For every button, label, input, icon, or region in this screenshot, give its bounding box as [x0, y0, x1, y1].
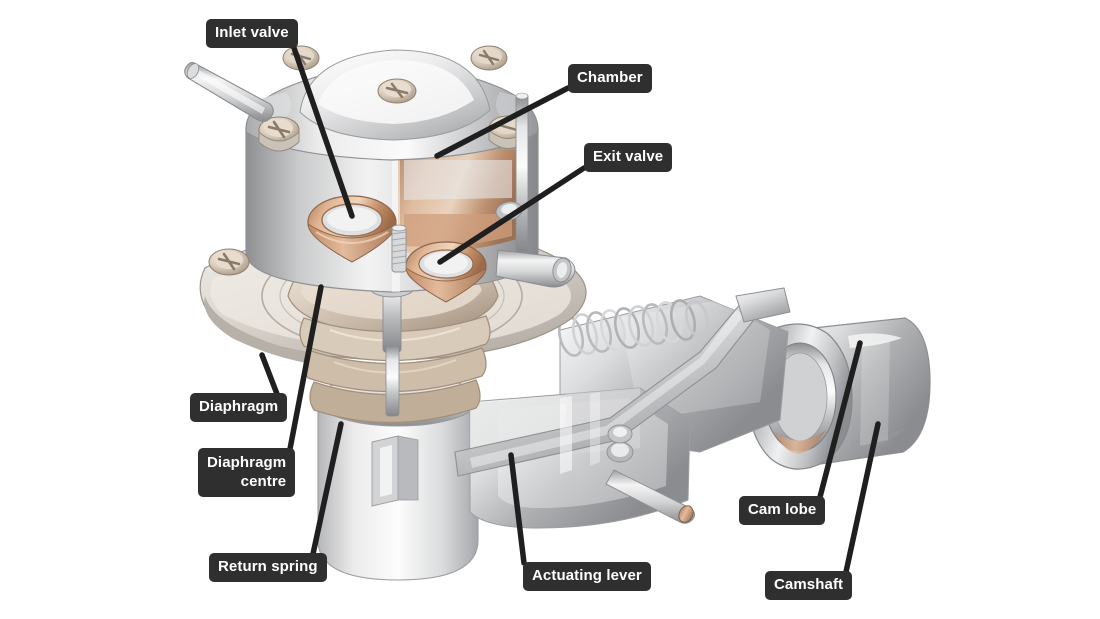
actuating-lever-assembly: [454, 287, 791, 477]
label-cam-lobe[interactable]: Cam lobe: [739, 496, 826, 525]
label-exit-valve[interactable]: Exit valve: [584, 143, 673, 172]
return-spring-coil: [557, 299, 709, 357]
label-diaphragm[interactable]: Diaphragm: [190, 393, 288, 422]
label-actuating-lever[interactable]: Actuating lever: [523, 562, 651, 591]
label-camshaft[interactable]: Camshaft: [765, 571, 853, 600]
inlet-pipe: [184, 61, 274, 123]
label-diaphragm-centre-line1: Diaphragm: [207, 454, 287, 471]
label-diaphragm-centre[interactable]: Diaphragm centre: [198, 448, 296, 497]
label-inlet-valve[interactable]: Inlet valve: [206, 19, 298, 48]
label-chamber[interactable]: Chamber: [568, 64, 652, 93]
label-return-spring[interactable]: Return spring: [209, 553, 327, 582]
label-diaphragm-centre-line2: centre: [240, 473, 287, 490]
upper-housing: [184, 45, 576, 293]
valve-stud: [391, 224, 407, 273]
